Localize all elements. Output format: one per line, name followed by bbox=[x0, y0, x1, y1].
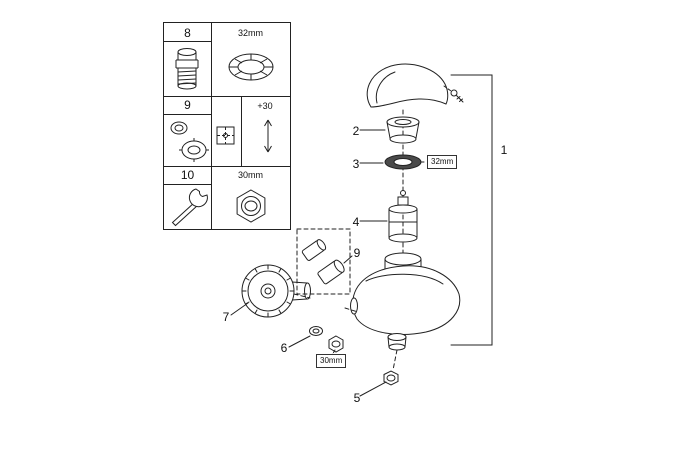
flange-knob-drawing bbox=[241, 264, 311, 318]
lever-handle-drawing bbox=[366, 63, 449, 108]
union-nut-drawing bbox=[309, 326, 344, 356]
callout-leader-lines bbox=[230, 129, 388, 397]
dimension-box-30mm: 30mm bbox=[316, 354, 347, 368]
table-row-divider bbox=[164, 166, 290, 167]
wrench-icon bbox=[171, 188, 208, 227]
number-underline bbox=[164, 184, 211, 185]
seal-ring-drawing bbox=[384, 154, 427, 170]
table-column-divider bbox=[211, 23, 212, 229]
dimension-30mm: 30mm bbox=[237, 170, 263, 180]
s-union-icon bbox=[175, 48, 199, 90]
bracket-line-part1 bbox=[450, 74, 493, 346]
callout-1: 1 bbox=[500, 143, 508, 157]
bottom-nut-drawing bbox=[383, 370, 399, 386]
dome-cap-drawing bbox=[386, 116, 420, 144]
cartridge-drawing bbox=[388, 190, 418, 243]
spare-parts-table: 8 9 10 32mm +30 30mm bbox=[163, 22, 291, 230]
extension-kit-box bbox=[296, 228, 351, 295]
dimension-box-32mm: 32mm bbox=[427, 155, 458, 169]
mixer-body-drawing bbox=[350, 252, 461, 371]
number-underline bbox=[164, 114, 211, 115]
extension-arrow-icon bbox=[264, 119, 272, 153]
escutcheon-parts-icon bbox=[170, 121, 209, 162]
table-subcell-divider bbox=[241, 96, 242, 166]
inlet-axis-dashes bbox=[293, 293, 359, 313]
part-number-10: 10 bbox=[180, 168, 195, 182]
part-number-8: 8 bbox=[184, 26, 191, 40]
callout-9: 9 bbox=[353, 246, 361, 260]
callout-5: 5 bbox=[353, 391, 361, 405]
ring-32mm-icon bbox=[228, 53, 274, 81]
extension-plus30-label: +30 bbox=[257, 101, 273, 111]
callout-7: 7 bbox=[222, 310, 230, 324]
extension-part-icon bbox=[216, 126, 235, 145]
dimension-32mm: 32mm bbox=[237, 28, 263, 38]
handle-screw-drawing bbox=[443, 85, 464, 103]
callout-4: 4 bbox=[352, 215, 360, 229]
nut-30mm-icon bbox=[236, 189, 266, 223]
callout-3: 3 bbox=[352, 157, 360, 171]
callout-2: 2 bbox=[352, 124, 360, 138]
table-row-divider bbox=[164, 96, 290, 97]
number-underline bbox=[164, 41, 211, 42]
part-number-9: 9 bbox=[184, 98, 191, 112]
callout-6: 6 bbox=[280, 341, 288, 355]
